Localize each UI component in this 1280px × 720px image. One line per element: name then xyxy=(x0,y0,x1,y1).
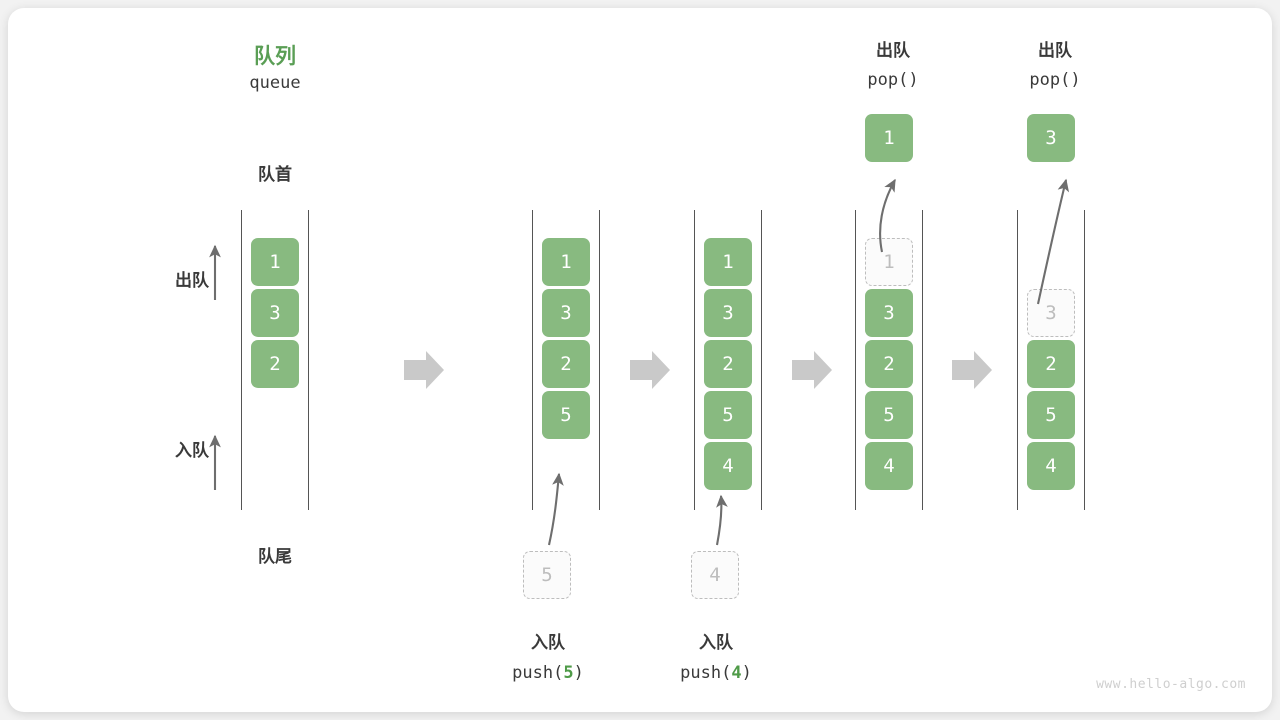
rail-right-2 xyxy=(599,210,600,510)
queue-cell: 4 xyxy=(1027,442,1075,490)
pop1-label-code: pop() xyxy=(867,70,919,90)
queue-cell: 4 xyxy=(865,442,913,490)
rail-right-3 xyxy=(761,210,762,510)
pop2-label-cn: 出队 xyxy=(1038,41,1072,61)
step-arrow-3 xyxy=(792,351,832,389)
queue-cell: 2 xyxy=(865,340,913,388)
watermark: www.hello-algo.com xyxy=(1096,677,1246,692)
step-arrow-4 xyxy=(952,351,992,389)
push5-label-cn: 入队 xyxy=(531,633,565,653)
queue-cell: 1 xyxy=(542,238,590,286)
push4-code-post: ) xyxy=(741,663,752,683)
queue-cell: 5 xyxy=(1027,391,1075,439)
queue-column-push-5: 1 3 2 5 xyxy=(532,210,600,510)
queue-cell: 5 xyxy=(865,391,913,439)
queue-cell: 1 xyxy=(704,238,752,286)
step-arrow-2 xyxy=(630,351,670,389)
push4-code-arg: 4 xyxy=(731,663,742,683)
queue-column-initial: 1 3 2 xyxy=(241,210,309,510)
queue-cell: 2 xyxy=(704,340,752,388)
queue-cell: 3 xyxy=(251,289,299,337)
rail-left-3 xyxy=(694,210,695,510)
diagram-title-cn: 队列 xyxy=(254,44,296,68)
queue-cell: 1 xyxy=(251,238,299,286)
queue-cell: 3 xyxy=(704,289,752,337)
rear-label: 队尾 xyxy=(258,547,292,567)
rail-left-5 xyxy=(1017,210,1018,510)
queue-column-pop-1: 1 3 2 5 4 xyxy=(855,210,923,510)
queue-column-pop-3: 3 2 5 4 xyxy=(1017,210,1085,510)
queue-cell: 2 xyxy=(1027,340,1075,388)
queue-cell-ghost: 3 xyxy=(1027,289,1075,337)
push5-code-arg: 5 xyxy=(563,663,574,683)
push5-code-post: ) xyxy=(573,663,584,683)
push5-label-code: push(5) xyxy=(468,663,628,683)
front-label: 队首 xyxy=(258,165,292,185)
diagram-title-en: queue xyxy=(249,73,301,93)
queue-cell: 5 xyxy=(542,391,590,439)
queue-cell: 2 xyxy=(542,340,590,388)
pending-push-box-5: 5 xyxy=(523,551,571,599)
push4-label-code: push(4) xyxy=(636,663,796,683)
pop1-label-cn: 出队 xyxy=(876,41,910,61)
push5-code-pre: push( xyxy=(512,663,564,683)
pending-push-box-4: 4 xyxy=(691,551,739,599)
push4-label-cn: 入队 xyxy=(699,633,733,653)
push4-code-pre: push( xyxy=(680,663,732,683)
queue-column-push-4: 1 3 2 5 4 xyxy=(694,210,762,510)
enqueue-side-label: 入队 xyxy=(175,441,209,461)
queue-cell-empty xyxy=(1027,238,1075,286)
popped-box-3: 3 xyxy=(1027,114,1075,162)
queue-cell: 4 xyxy=(704,442,752,490)
popped-box-1: 1 xyxy=(865,114,913,162)
queue-cell: 2 xyxy=(251,340,299,388)
step-arrow-1 xyxy=(404,351,444,389)
queue-cell-ghost: 1 xyxy=(865,238,913,286)
queue-cell: 3 xyxy=(542,289,590,337)
queue-cell: 5 xyxy=(704,391,752,439)
rail-right-5 xyxy=(1084,210,1085,510)
rail-left-4 xyxy=(855,210,856,510)
rail-left-2 xyxy=(532,210,533,510)
dequeue-side-label: 出队 xyxy=(175,271,209,291)
pop2-label-code: pop() xyxy=(1029,70,1081,90)
rail-right-1 xyxy=(308,210,309,510)
diagram-card: 队列 queue 队首 队尾 出队 入队 出队 pop() 出队 pop() 入… xyxy=(8,8,1272,712)
queue-cell: 3 xyxy=(865,289,913,337)
rail-left-1 xyxy=(241,210,242,510)
diagram-stage: 队列 queue 队首 队尾 出队 入队 出队 pop() 出队 pop() 入… xyxy=(8,8,1272,712)
rail-right-4 xyxy=(922,210,923,510)
